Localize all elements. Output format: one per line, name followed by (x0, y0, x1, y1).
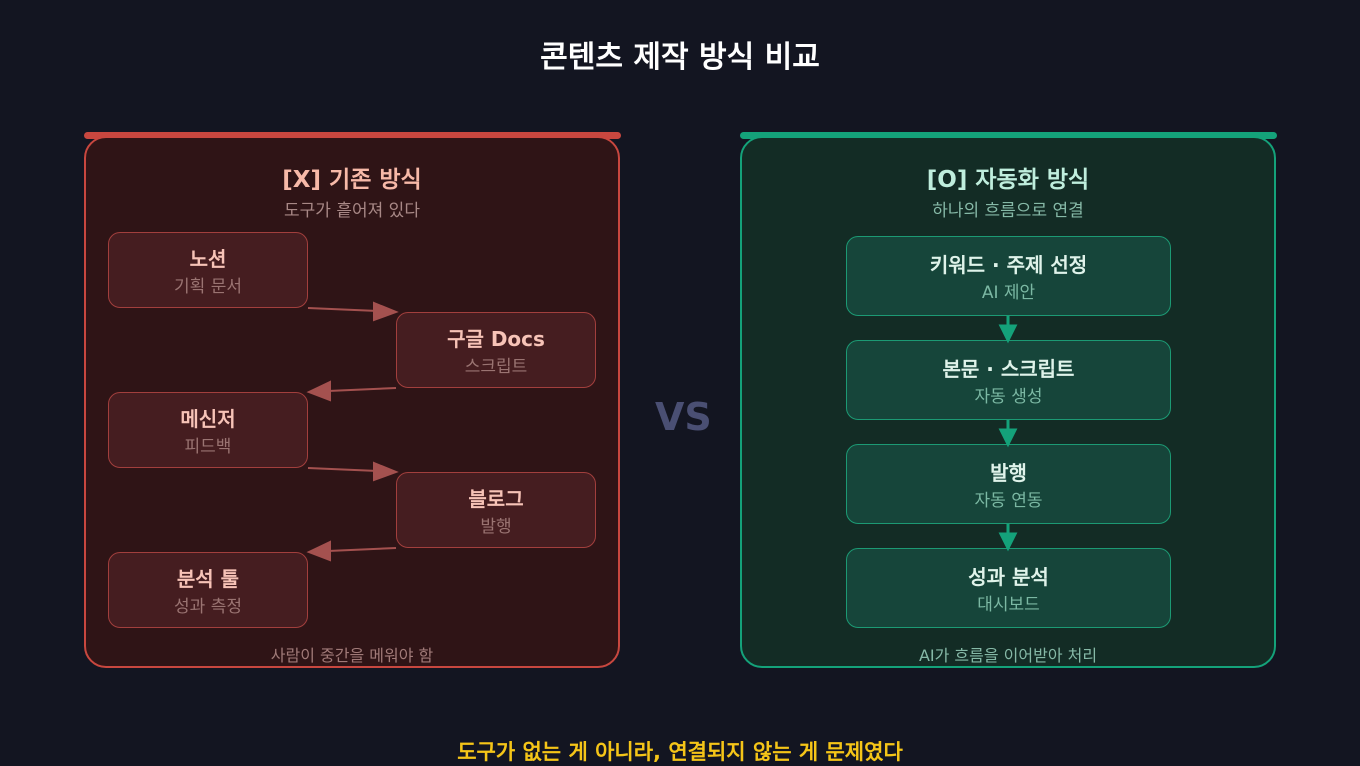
panel-footer: AI가 흐름을 이어받아 처리 (918, 646, 1098, 665)
panel-subtitle: 도구가 흩어져 있다 (284, 201, 420, 221)
bottom-caption: 도구가 없는 게 아니라, 연결되지 않는 게 문제였다 (457, 740, 903, 764)
page-title: 콘텐츠 제작 방식 비교 (540, 40, 820, 75)
panel-heading: [O] 자동화 방식 (926, 167, 1090, 193)
step-title: 메신저 (180, 407, 236, 431)
step-title: 노션 (189, 247, 227, 271)
step-title: 성과 분석 (968, 565, 1049, 589)
step-box: 구글 Docs 스크립트 (396, 312, 596, 388)
step-title: 발행 (990, 461, 1027, 485)
step-subtitle: 자동 연동 (974, 491, 1043, 511)
step-subtitle: 자동 생성 (974, 387, 1043, 407)
step-title: 구글 Docs (447, 327, 545, 351)
step-subtitle: 발행 (480, 517, 512, 537)
panel-heading: [X] 기존 방식 (282, 167, 422, 193)
right-accent-bar (740, 132, 1277, 139)
step-subtitle: 스크립트 (464, 357, 528, 377)
step-subtitle: 성과 측정 (174, 597, 242, 617)
step-subtitle: 기획 문서 (174, 277, 242, 297)
vs-label: VS (655, 395, 712, 439)
step-subtitle: 대시보드 (977, 595, 1040, 615)
step-title: 본문 · 스크립트 (942, 357, 1075, 381)
step-title: 분석 툴 (176, 567, 240, 591)
panel-footer: 사람이 중간을 메워야 함 (270, 646, 434, 665)
step-title: 키워드 · 주제 선정 (929, 253, 1088, 277)
left-accent-bar (84, 132, 621, 139)
step-subtitle: AI 제안 (981, 283, 1036, 303)
step-subtitle: 피드백 (184, 437, 232, 457)
panel-subtitle: 하나의 흐름으로 연결 (932, 201, 1084, 221)
step-box: 키워드 · 주제 선정 AI 제안 (846, 236, 1171, 316)
step-title: 블로그 (468, 487, 524, 511)
